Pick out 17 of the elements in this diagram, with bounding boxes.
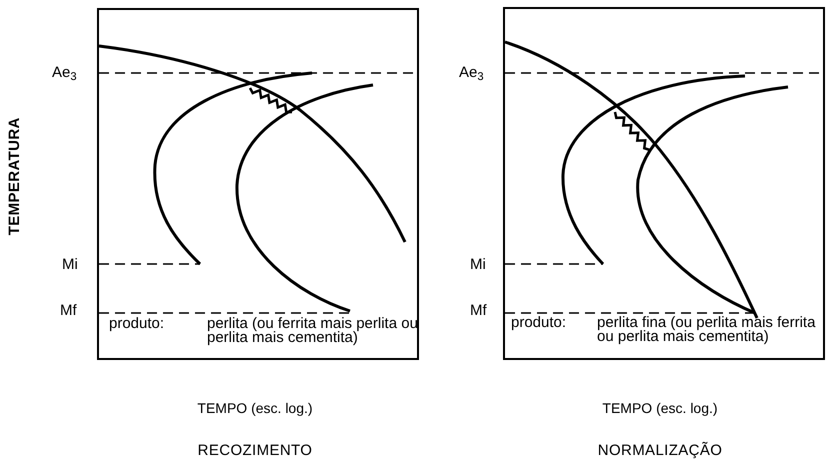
plot-frame [97, 8, 419, 360]
panel-title: RECOZIMENTO [196, 441, 314, 461]
panel-title: NORMALIZAÇÃO [596, 440, 724, 461]
axis-title: TEMPO (esc. log.) [601, 399, 719, 418]
axis-title: TEMPO (esc. log.) [196, 399, 314, 418]
product-label: produto: [511, 316, 566, 330]
axis-label: Ae$_{3}$ [459, 63, 485, 84]
axis-label: Ae$_{3}$ [52, 63, 78, 84]
axis-label: Mi [470, 255, 487, 275]
product-description: perlita fina (ou perlita mais ferrita ou perlita mais cementita) [597, 316, 816, 344]
product-description: perlita (ou ferrita mais perlita ou perlita mais cementita) [207, 317, 419, 345]
axis-title: TEMPERATURA [4, 116, 24, 238]
axis-label: Mf [470, 301, 488, 321]
axis-label: Mi [62, 255, 79, 275]
product-label: produto: [109, 317, 164, 331]
axis-label: Mf [60, 301, 78, 321]
plot-frame [503, 7, 825, 360]
